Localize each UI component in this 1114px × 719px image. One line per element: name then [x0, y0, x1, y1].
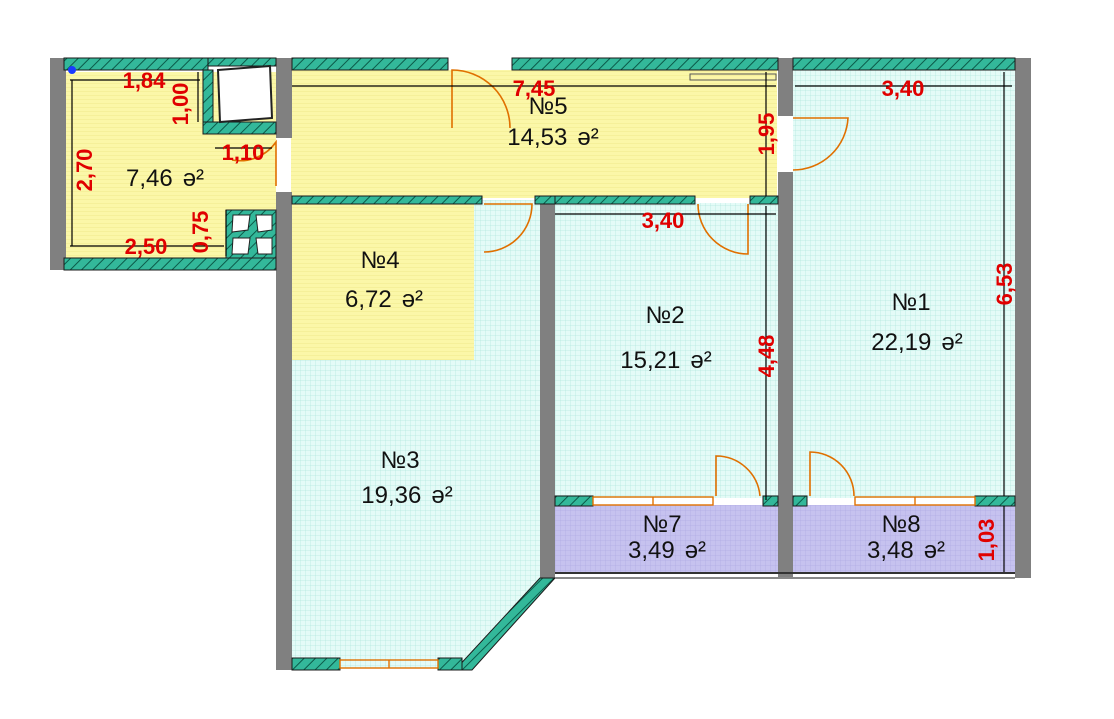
room-7-number: №7: [642, 511, 681, 538]
wall-balcony8-top-a: [792, 495, 808, 507]
window-corridor-top: [689, 73, 777, 81]
room-4-number: №4: [360, 247, 399, 274]
wall-corridor-bottom-c: [554, 195, 696, 205]
room-8-floor: [793, 505, 1015, 573]
wall-left-bath: [50, 58, 66, 270]
dim-1-95: 1,95: [754, 113, 779, 156]
window-room3: [339, 659, 439, 669]
door-balcony8: [809, 451, 855, 497]
wall-col-778b: [778, 172, 793, 578]
wall-top-corridor-a: [291, 57, 449, 71]
door-corridor-entry: [451, 69, 511, 129]
wall-top-bath-b: [207, 57, 277, 67]
dim-2-50: 2,50: [125, 234, 168, 259]
window-balcony8: [854, 496, 976, 506]
wall-room3-diagonal: [453, 577, 557, 671]
dim-1-03: 1,03: [974, 519, 999, 562]
wall-corridor-bottom-d: [749, 195, 779, 205]
room-2-number: №2: [645, 302, 684, 329]
wall-room3-bottom-a: [291, 657, 341, 671]
dim-1-10: 1,10: [222, 140, 265, 165]
room-8-number: №8: [881, 511, 920, 538]
wall-right: [1015, 58, 1031, 578]
wall-shaft-bottom: [202, 121, 277, 135]
marker-dot-icon: [68, 66, 76, 74]
room-3-number: №3: [380, 447, 419, 474]
wall-balcony8-top-b: [974, 495, 1016, 507]
dim-0-75: 0,75: [188, 211, 213, 254]
dim-3-40-mid: 3,40: [642, 208, 685, 233]
dim-6-53: 6,53: [992, 263, 1017, 306]
wall-bottom-bath: [63, 257, 277, 271]
room-2-floor: [555, 203, 778, 498]
door-room1: [792, 117, 849, 171]
dim-4-48: 4,48: [754, 335, 779, 378]
door-room4: [483, 203, 533, 253]
room-1-number: №1: [891, 289, 930, 316]
dim-2-70: 2,70: [72, 149, 97, 192]
wall-balcony7-top-b: [762, 495, 779, 507]
cabinet-box-4: [255, 237, 273, 255]
wall-top-corridor-b: [511, 57, 779, 71]
wall-col-541: [540, 198, 555, 578]
cabinet-box-3: [231, 237, 251, 255]
dim-1-00: 1,00: [168, 83, 193, 126]
ventilation-shaft: [216, 64, 274, 124]
wall-corridor-bottom-b: [534, 195, 556, 205]
wall-col-276b: [276, 192, 292, 670]
window-balcony7: [592, 496, 714, 506]
door-bath: [231, 139, 277, 186]
wall-balcony7-top-a: [554, 495, 594, 507]
dim-1-84: 1,84: [123, 68, 167, 93]
wall-top-room1: [792, 57, 1016, 71]
door-balcony7: [715, 455, 761, 497]
wall-col-778: [778, 58, 793, 116]
room-3-floor-main: [291, 200, 541, 668]
wall-corridor-bottom-a: [291, 195, 483, 205]
dim-7-45: 7,45: [513, 76, 556, 101]
dim-3-40-top: 3,40: [882, 76, 925, 101]
room-4-floor: [291, 200, 474, 360]
room-1-floor: [793, 70, 1015, 498]
room-7-floor: [555, 505, 778, 573]
room-5-floor: [291, 70, 777, 198]
dimension-lines: [70, 72, 1012, 572]
cabinet-box-2: [255, 214, 273, 233]
wall-room3-bottom-b: [437, 657, 463, 671]
cabinet-box-1: [231, 214, 251, 233]
wall-col-276: [276, 58, 292, 138]
room-5-number: №5: [528, 93, 567, 120]
